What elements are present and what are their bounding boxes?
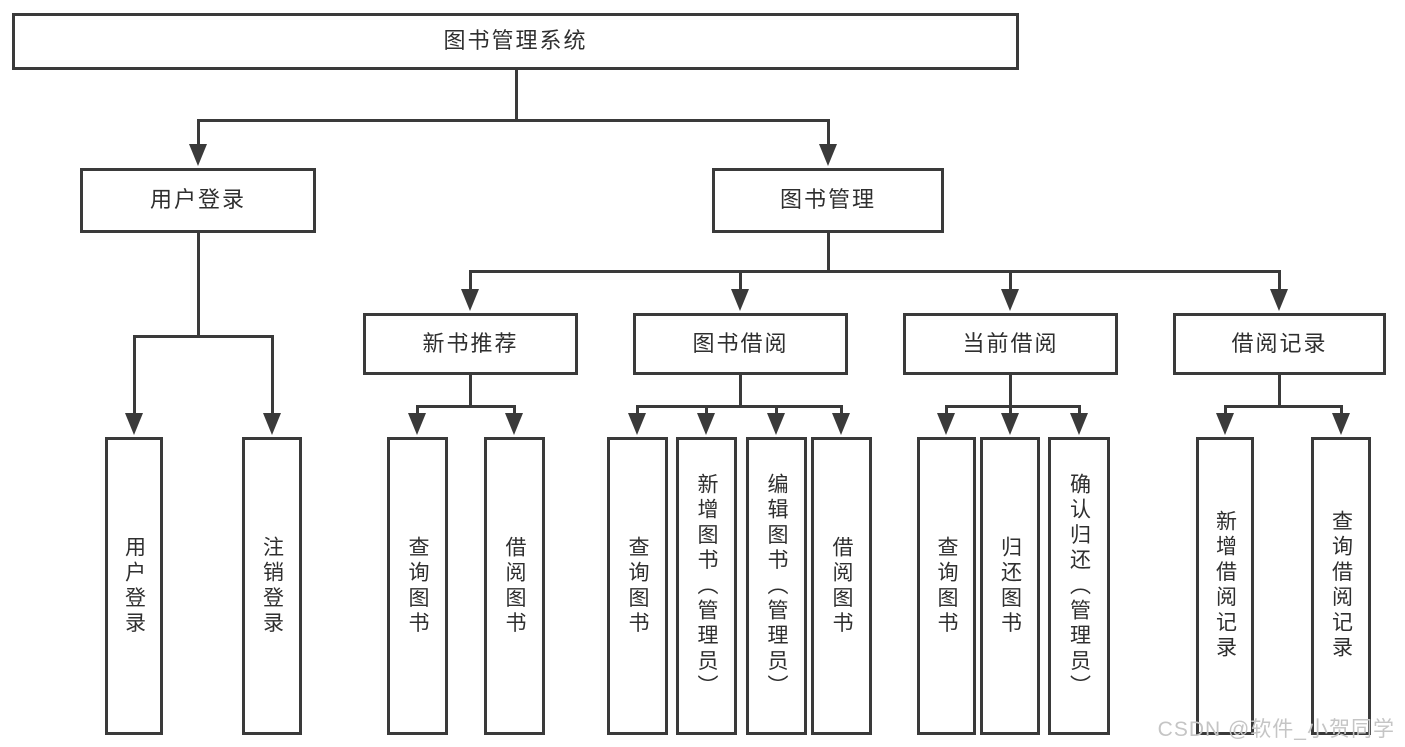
connector-line bbox=[944, 406, 948, 415]
node-label-logout-leaf: 注销登录 bbox=[260, 535, 284, 637]
connector-line bbox=[1223, 406, 1227, 415]
node-add-books-admin: 新增图书（管理员） bbox=[676, 437, 737, 735]
connector-line bbox=[468, 375, 472, 408]
connector-line bbox=[738, 375, 742, 408]
node-label-library-system: 图书管理系统 bbox=[443, 28, 588, 54]
arrow-down-icon bbox=[628, 413, 646, 435]
node-borrowing-records: 借阅记录 bbox=[1173, 313, 1386, 375]
connector-line bbox=[1277, 375, 1281, 408]
watermark: CSDN @软件_小贺同学 bbox=[1157, 718, 1395, 741]
node-label-add-books-admin: 新增图书（管理员） bbox=[695, 472, 718, 700]
connector-line bbox=[944, 404, 1081, 408]
arrow-down-icon bbox=[937, 413, 955, 435]
connector-line bbox=[132, 336, 136, 415]
node-label-borrow-books-recommend: 借阅图书 bbox=[503, 535, 526, 637]
node-new-book-recommend: 新书推荐 bbox=[363, 313, 578, 375]
arrow-down-icon bbox=[1216, 413, 1234, 435]
node-add-borrow-record: 新增借阅记录 bbox=[1196, 437, 1254, 735]
node-borrow-books-borrowing: 借阅图书 bbox=[811, 437, 872, 735]
node-book-management: 图书管理 bbox=[712, 168, 944, 233]
node-user-login-leaf: 用户登录 bbox=[105, 437, 163, 735]
node-borrow-books-recommend: 借阅图书 bbox=[484, 437, 545, 735]
connector-line bbox=[514, 70, 518, 122]
node-label-new-book-recommend: 新书推荐 bbox=[422, 330, 519, 356]
connector-line bbox=[1008, 375, 1012, 408]
connector-line bbox=[512, 406, 516, 415]
arrow-down-icon bbox=[263, 413, 281, 435]
node-library-system: 图书管理系统 bbox=[12, 13, 1019, 70]
node-label-confirm-return-admin: 确认归还（管理员） bbox=[1067, 472, 1091, 700]
connector-line bbox=[132, 334, 274, 338]
connector-line bbox=[738, 271, 742, 291]
arrow-down-icon bbox=[1332, 413, 1350, 435]
node-label-query-books-recommend: 查询图书 bbox=[406, 535, 429, 637]
node-label-edit-books-admin: 编辑图书（管理员） bbox=[765, 472, 788, 700]
connector-line bbox=[468, 269, 1281, 273]
node-query-books-borrowing: 查询图书 bbox=[607, 437, 668, 735]
connector-line bbox=[1339, 406, 1343, 415]
connector-line bbox=[635, 404, 843, 408]
connector-line bbox=[1077, 406, 1081, 415]
arrow-down-icon bbox=[1001, 289, 1019, 311]
connector-line bbox=[704, 406, 708, 415]
node-user-login-group: 用户登录 bbox=[80, 168, 316, 233]
node-label-return-books: 归还图书 bbox=[998, 535, 1022, 637]
connector-line bbox=[635, 406, 639, 415]
arrow-down-icon bbox=[408, 413, 426, 435]
connector-line bbox=[196, 118, 830, 122]
node-confirm-return-admin: 确认归还（管理员） bbox=[1048, 437, 1110, 735]
node-query-books-recommend: 查询图书 bbox=[387, 437, 448, 735]
arrow-down-icon bbox=[505, 413, 523, 435]
connector-line bbox=[826, 233, 830, 273]
node-label-query-books-borrowing: 查询图书 bbox=[626, 535, 649, 637]
connector-line bbox=[468, 271, 472, 291]
arrow-down-icon bbox=[731, 289, 749, 311]
arrow-down-icon bbox=[832, 413, 850, 435]
node-logout-leaf: 注销登录 bbox=[242, 437, 302, 735]
node-label-add-borrow-record: 新增借阅记录 bbox=[1213, 510, 1237, 662]
arrow-down-icon bbox=[1070, 413, 1088, 435]
node-query-books-current: 查询图书 bbox=[917, 437, 976, 735]
arrow-down-icon bbox=[1270, 289, 1288, 311]
connector-line bbox=[774, 406, 778, 415]
arrow-down-icon bbox=[461, 289, 479, 311]
node-edit-books-admin: 编辑图书（管理员） bbox=[746, 437, 807, 735]
node-label-book-borrowing: 图书借阅 bbox=[692, 330, 789, 356]
connector-line bbox=[1008, 271, 1012, 291]
node-label-borrow-books-borrowing: 借阅图书 bbox=[830, 535, 853, 637]
node-label-current-borrowing: 当前借阅 bbox=[962, 330, 1059, 356]
arrow-down-icon bbox=[189, 144, 207, 166]
arrow-down-icon bbox=[125, 413, 143, 435]
node-query-borrow-record: 查询借阅记录 bbox=[1311, 437, 1371, 735]
connector-line bbox=[415, 406, 419, 415]
connector-line bbox=[826, 120, 830, 146]
node-book-borrowing: 图书借阅 bbox=[633, 313, 848, 375]
connector-line bbox=[839, 406, 843, 415]
connector-line bbox=[1277, 271, 1281, 291]
connector-line bbox=[1008, 406, 1012, 415]
connector-line bbox=[196, 233, 200, 338]
arrow-down-icon bbox=[767, 413, 785, 435]
node-label-book-management: 图书管理 bbox=[779, 187, 876, 213]
arrow-down-icon bbox=[819, 144, 837, 166]
node-return-books: 归还图书 bbox=[980, 437, 1040, 735]
node-label-user-login-leaf: 用户登录 bbox=[122, 535, 146, 637]
node-label-user-login-group: 用户登录 bbox=[149, 187, 246, 213]
arrow-down-icon bbox=[697, 413, 715, 435]
node-label-query-borrow-record: 查询借阅记录 bbox=[1329, 510, 1353, 662]
connector-line bbox=[196, 120, 200, 146]
node-label-borrowing-records: 借阅记录 bbox=[1231, 330, 1328, 356]
connector-line bbox=[415, 404, 516, 408]
node-label-query-books-current: 查询图书 bbox=[935, 535, 958, 637]
arrow-down-icon bbox=[1001, 413, 1019, 435]
connector-line bbox=[270, 336, 274, 415]
node-current-borrowing: 当前借阅 bbox=[903, 313, 1118, 375]
connector-line bbox=[1223, 404, 1343, 408]
